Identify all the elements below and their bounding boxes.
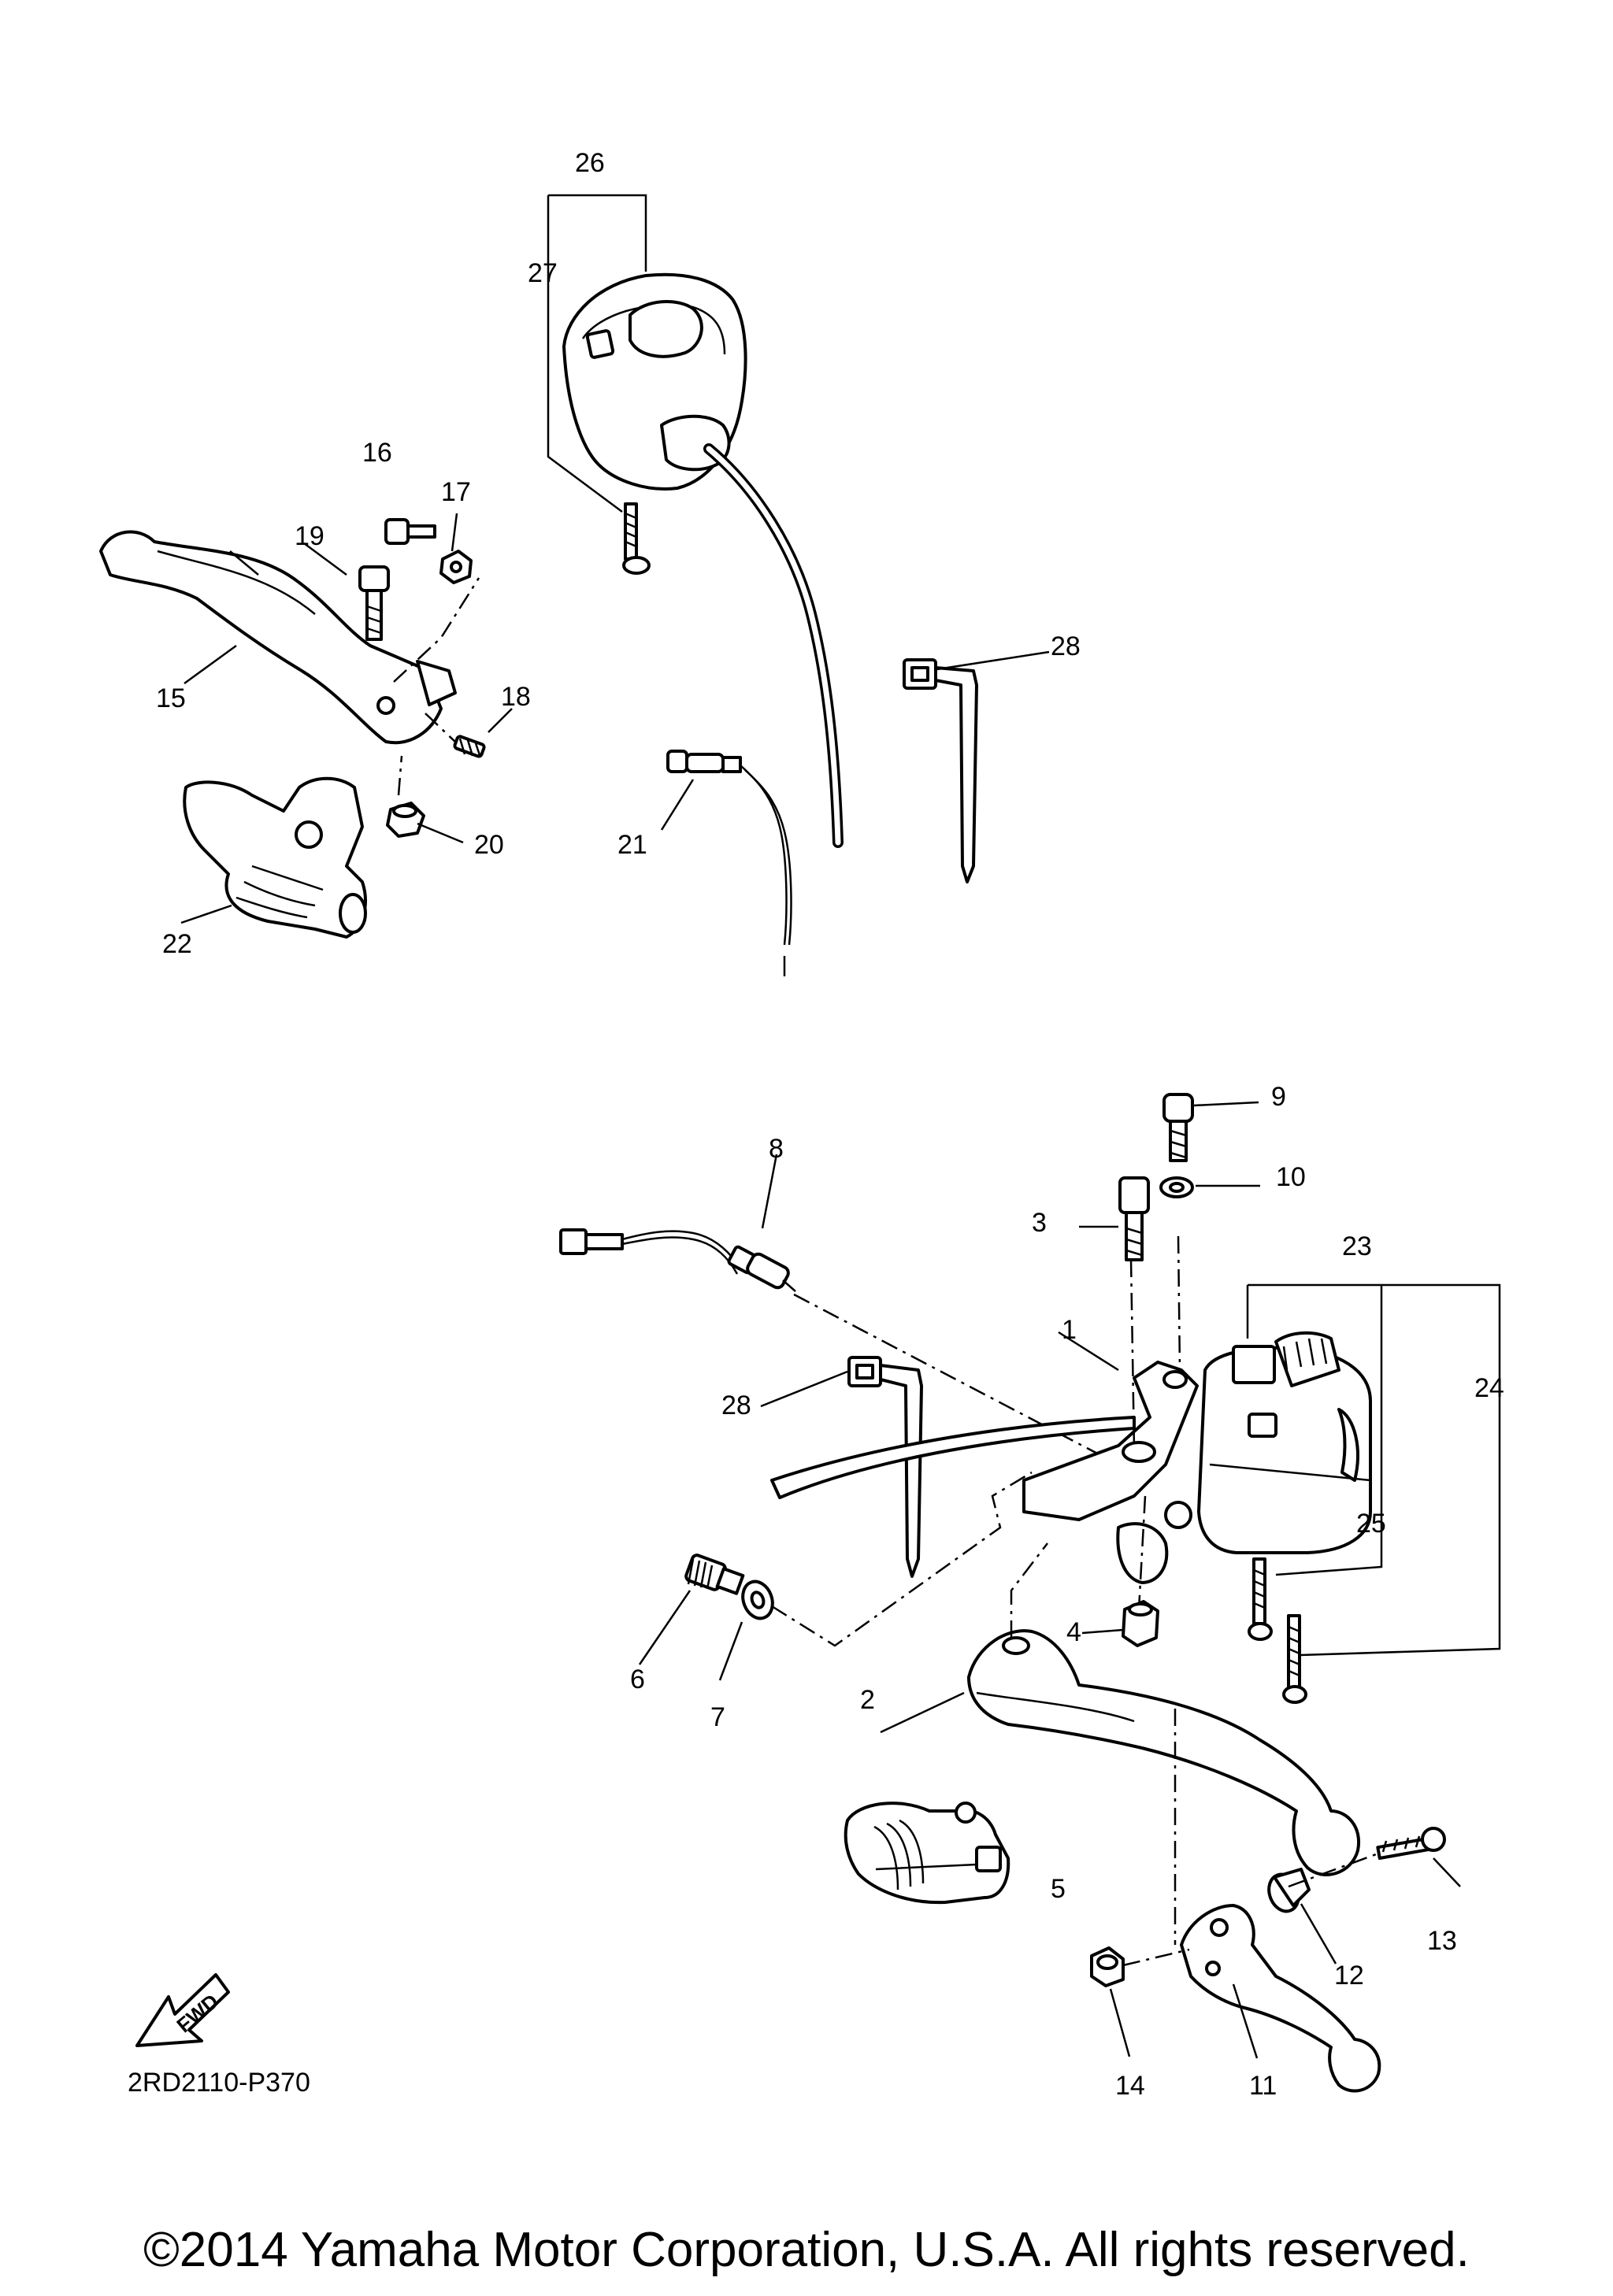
callout-12: 12	[1334, 1961, 1364, 1990]
lever-15	[99, 530, 457, 745]
handlebar-switch-26	[562, 272, 747, 491]
cover-5	[844, 1802, 1010, 1905]
bolt-16	[384, 518, 436, 545]
switch-21	[666, 750, 792, 976]
callout-28-bottom: 28	[721, 1391, 751, 1420]
washer-10	[1159, 1176, 1194, 1198]
switch-cable	[703, 443, 844, 848]
lever-11	[1180, 1904, 1381, 2093]
callout-3: 3	[1032, 1208, 1047, 1238]
callout-20: 20	[474, 830, 504, 860]
switch-housing-23	[1197, 1331, 1372, 1554]
callout-18: 18	[501, 682, 531, 712]
screw-27	[622, 502, 651, 575]
callout-9: 9	[1271, 1082, 1286, 1112]
callout-21: 21	[617, 830, 647, 860]
callout-4: 4	[1066, 1617, 1081, 1647]
lever-2	[967, 1629, 1361, 1876]
nut-4	[1122, 1600, 1159, 1647]
callout-26: 26	[575, 148, 605, 178]
callout-14: 14	[1115, 2071, 1145, 2101]
callout-7: 7	[710, 1702, 725, 1732]
callout-10: 10	[1276, 1162, 1306, 1192]
callout-19: 19	[295, 521, 324, 551]
callout-13: 13	[1427, 1926, 1457, 1956]
callout-2: 2	[860, 1685, 875, 1715]
diagram-code: 2RD2110-P370	[128, 2068, 310, 2098]
screw-18	[453, 735, 486, 758]
callout-17: 17	[441, 477, 471, 507]
callout-15: 15	[156, 683, 186, 713]
callout-24: 24	[1474, 1373, 1504, 1403]
lever-holder-1	[1022, 1361, 1199, 1584]
locknut-7	[741, 1579, 774, 1620]
callout-6: 6	[630, 1665, 645, 1694]
callout-1: 1	[1062, 1315, 1077, 1345]
callout-28-top: 28	[1051, 631, 1081, 661]
callout-16: 16	[362, 438, 392, 468]
forward-arrow-icon: FWD	[135, 1973, 230, 2047]
screw-24	[1282, 1614, 1307, 1704]
callout-22: 22	[162, 929, 192, 959]
callout-27: 27	[528, 258, 558, 288]
callout-25: 25	[1356, 1509, 1386, 1539]
bolt-9	[1162, 1093, 1194, 1162]
copyright-notice: ©2014 Yamaha Motor Corporation, U.S.A. A…	[143, 2223, 1470, 2277]
cable-tie-28-top	[903, 658, 978, 883]
bolt-3	[1118, 1176, 1150, 1261]
nut-14	[1090, 1946, 1125, 1987]
adjuster-6	[684, 1554, 745, 1595]
switch-8	[559, 1228, 796, 1292]
callout-23: 23	[1342, 1231, 1372, 1261]
nut-20	[386, 802, 425, 838]
bolt-19	[358, 565, 390, 641]
callout-11: 11	[1249, 2071, 1277, 2101]
bracket-22	[183, 776, 367, 939]
callout-8: 8	[769, 1134, 784, 1164]
cable-tie-28-bottom	[847, 1356, 923, 1578]
screw-25	[1248, 1557, 1273, 1641]
callout-5: 5	[1051, 1874, 1066, 1904]
callout-labels: 1 2 3 4 5 6 7 8 9 10 11 12 13 14 15 16 1…	[156, 148, 1504, 2101]
nut-17	[439, 550, 473, 584]
bushing-12	[1267, 1868, 1311, 1913]
screw-13	[1376, 1827, 1446, 1860]
